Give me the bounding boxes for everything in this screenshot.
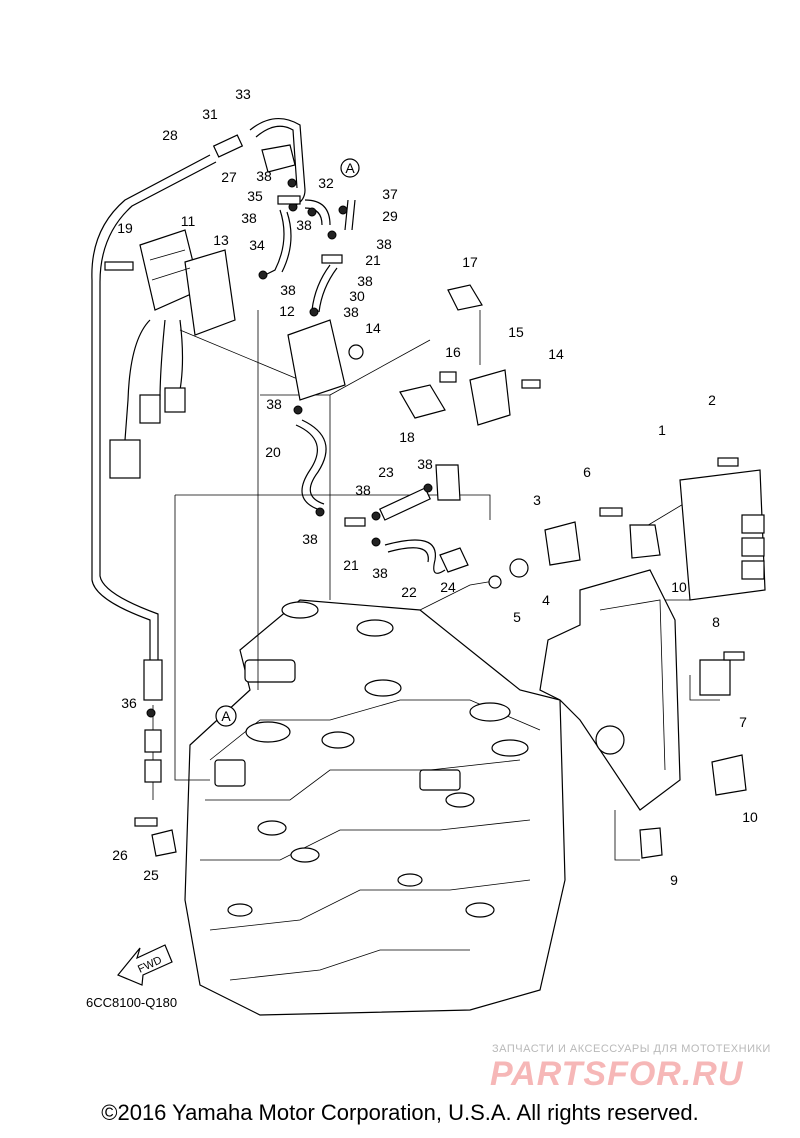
callout-22: 22 xyxy=(401,584,417,600)
callout-35: 35 xyxy=(247,188,263,204)
callout-14b: 14 xyxy=(548,346,564,362)
bracket-12 xyxy=(287,319,364,401)
callout-38a: 38 xyxy=(256,168,272,184)
bracket-15 xyxy=(399,284,541,426)
callout-7: 7 xyxy=(739,714,747,730)
diagram-code: 6CC8100-Q180 xyxy=(86,995,178,1010)
callout-10a: 10 xyxy=(671,579,687,595)
callout-12: 12 xyxy=(279,303,295,319)
callout-28: 28 xyxy=(162,127,178,143)
leader-lines xyxy=(174,310,720,861)
callout-38g: 38 xyxy=(343,304,359,320)
callout-8: 8 xyxy=(712,614,720,630)
callout-16: 16 xyxy=(445,344,461,360)
main-bracket xyxy=(539,507,747,859)
callout-31: 31 xyxy=(202,106,218,122)
callout-19: 19 xyxy=(117,220,133,236)
callout-20: 20 xyxy=(265,444,281,460)
callouts: 1 2 3 4 5 6 7 8 9 10 10 11 12 13 14 14 1… xyxy=(112,86,758,888)
callout-14a: 14 xyxy=(365,320,381,336)
ref-marker-a-top: A xyxy=(340,158,360,178)
callout-38e: 38 xyxy=(357,273,373,289)
callout-23: 23 xyxy=(378,464,394,480)
callout-2: 2 xyxy=(708,392,716,408)
callout-33: 33 xyxy=(235,86,251,102)
callout-18: 18 xyxy=(399,429,415,445)
callout-38i: 38 xyxy=(302,531,318,547)
callout-38k: 38 xyxy=(417,456,433,472)
callout-5: 5 xyxy=(513,609,521,625)
callout-38h: 38 xyxy=(266,396,282,412)
callout-4: 4 xyxy=(542,592,550,608)
ref-marker-a-bottom: A xyxy=(215,705,237,727)
callout-29: 29 xyxy=(382,208,398,224)
watermark-tagline: ЗАПЧАСТИ И АКСЕССУАРЫ ДЛЯ МОТОТЕХНИКИ xyxy=(492,1043,771,1055)
ref-marker-a-top-label: A xyxy=(345,160,355,176)
callout-30: 30 xyxy=(349,288,365,304)
callout-24: 24 xyxy=(440,579,456,595)
callout-26: 26 xyxy=(112,847,128,863)
callout-13: 13 xyxy=(213,232,229,248)
callout-38l: 38 xyxy=(372,565,388,581)
callout-9: 9 xyxy=(670,872,678,888)
bolt-26 xyxy=(134,817,177,857)
callout-34: 34 xyxy=(249,237,265,253)
callout-17: 17 xyxy=(462,254,478,270)
callout-38f: 38 xyxy=(280,282,296,298)
callout-38b: 38 xyxy=(241,210,257,226)
callout-6: 6 xyxy=(583,464,591,480)
callout-27: 27 xyxy=(221,169,237,185)
callout-3: 3 xyxy=(533,492,541,508)
bracket-assembly-left xyxy=(104,229,236,479)
engine-block xyxy=(184,599,566,1016)
callout-15: 15 xyxy=(508,324,524,340)
fwd-arrow-icon: FWD xyxy=(117,944,173,986)
callout-10b: 10 xyxy=(742,809,758,825)
callout-38d: 38 xyxy=(376,236,392,252)
callout-38j: 38 xyxy=(355,482,371,498)
callout-21b: 21 xyxy=(343,557,359,573)
copyright-notice: ©2016 Yamaha Motor Corporation, U.S.A. A… xyxy=(101,1100,699,1125)
ecm-unit xyxy=(679,457,766,601)
callout-36: 36 xyxy=(121,695,137,711)
callout-25: 25 xyxy=(143,867,159,883)
callout-11: 11 xyxy=(181,213,196,229)
callout-32: 32 xyxy=(318,175,334,191)
hoses xyxy=(146,118,469,718)
callout-38c: 38 xyxy=(296,217,312,233)
callout-37: 37 xyxy=(382,186,398,202)
grommets xyxy=(488,558,529,589)
callout-21a: 21 xyxy=(365,252,381,268)
watermark-logo: PARTSFOR.RU xyxy=(490,1055,744,1093)
ref-marker-a-bottom-label: A xyxy=(221,708,231,724)
breather-tube xyxy=(91,154,217,800)
callout-1: 1 xyxy=(658,422,666,438)
